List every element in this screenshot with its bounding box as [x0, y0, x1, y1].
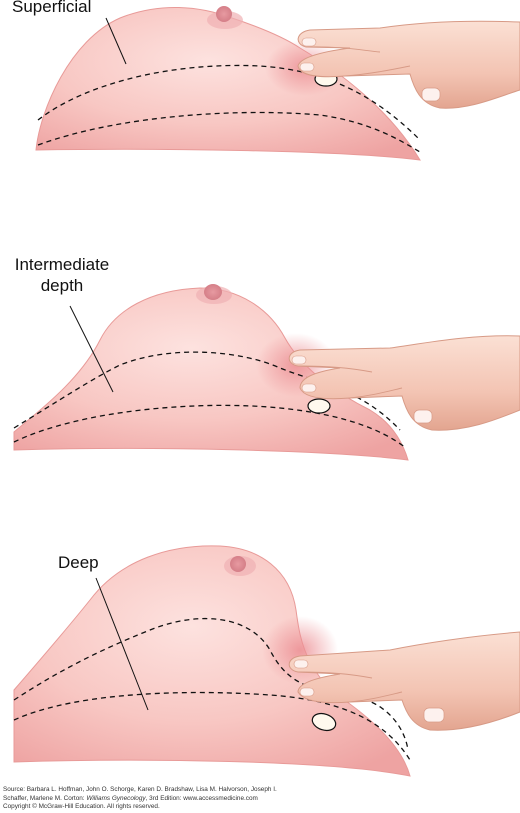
label-pointer-line: [69, 305, 114, 393]
deep-dashed-line: [13, 404, 407, 449]
deep-dashed-line: [37, 111, 421, 153]
nipple: [230, 556, 246, 572]
examining-hand: [288, 335, 520, 431]
source-book-title: Williams Gynecology: [86, 794, 146, 802]
palpable-mass: [311, 712, 337, 732]
nipple: [204, 284, 222, 300]
source-credit: Source: Barbara L. Hoffman, John O. Scho…: [3, 786, 518, 812]
label-deep: Deep: [58, 553, 99, 572]
breast-illustration-superficial: [35, 6, 520, 161]
label-pointer-line: [105, 17, 127, 65]
superficial-dashed-line: [13, 351, 401, 431]
panel-deep: Deep: [0, 540, 520, 780]
examining-hand: [288, 631, 520, 731]
panel-intermediate-depth: Intermediate depth: [0, 250, 520, 470]
superficial-dashed-line: [13, 618, 409, 751]
source-line-2: Schaffer, Marlene M. Corton: Williams Gy…: [3, 795, 518, 804]
deep-dashed-line: [13, 691, 411, 761]
source-edition: , 3rd Edition: www.accessmedicine.com: [145, 794, 258, 802]
source-authors: Schaffer, Marlene M. Corton:: [3, 794, 87, 802]
breast-illustration-intermediate: [13, 284, 520, 461]
nipple: [216, 6, 232, 22]
label-pointer-line: [95, 577, 149, 711]
copyright-line: Copyright © McGraw-Hill Education. All r…: [3, 803, 160, 811]
source-line-1: Source: Barbara L. Hoffman, John O. Scho…: [3, 786, 277, 793]
label-intermediate-depth: Intermediate depth: [14, 255, 110, 295]
examining-hand: [297, 20, 520, 109]
palpable-mass: [307, 398, 331, 414]
breast-illustration-deep: [13, 545, 520, 777]
panel-superficial: Superficial: [0, 0, 520, 170]
label-superficial: Superficial: [12, 0, 92, 16]
